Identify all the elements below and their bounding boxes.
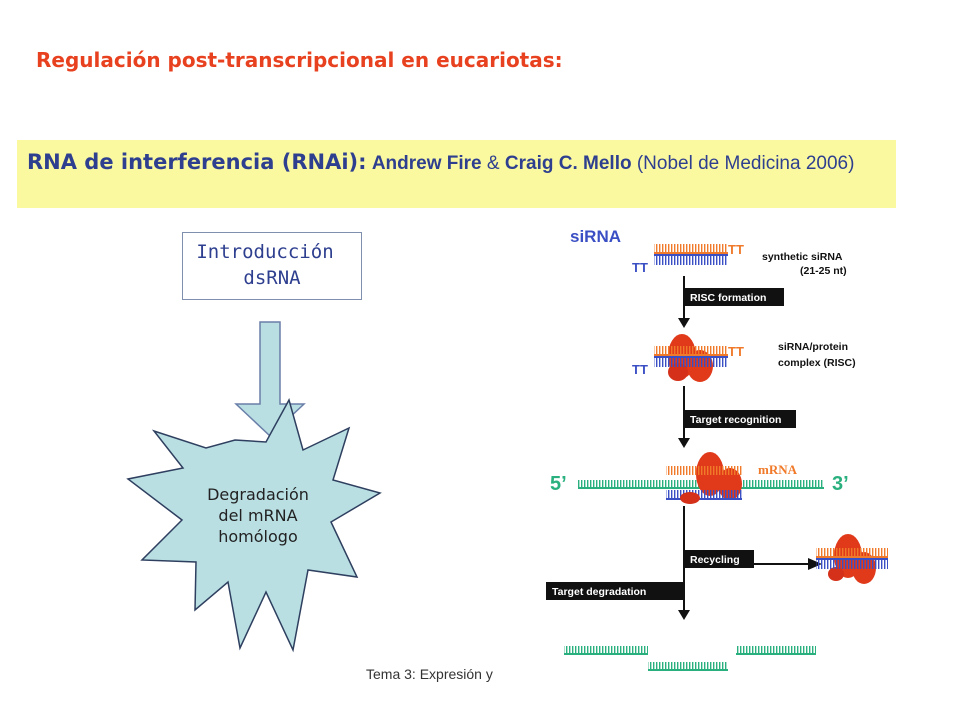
tt-risc-bottom: TT <box>632 362 648 377</box>
recycled-risc <box>816 534 888 584</box>
complex-label-1: siRNA/protein <box>778 341 848 353</box>
degraded-mrna-fragments <box>564 646 816 670</box>
target-recognition-label: Target recognition <box>690 414 781 426</box>
sirna-pathway-figure: siRNA TT TT synthetic siRNA (21-25 nt) R… <box>530 214 930 674</box>
sirna-duplex: TT TT <box>632 242 744 275</box>
three-prime-label: 3’ <box>832 473 849 495</box>
risc-on-mrna <box>666 452 742 504</box>
mrna-label: mRNA <box>758 462 798 477</box>
risc-complex: TT TT <box>632 334 744 382</box>
nobel-note: (Nobel de Medicina 2006) <box>637 153 855 174</box>
star-line1: Degradación <box>178 484 338 505</box>
star-line3: homólogo <box>178 526 338 547</box>
recycling-label: Recycling <box>690 554 740 566</box>
five-prime-label: 5’ <box>550 473 567 495</box>
footer-text: Tema 3: Expresión y <box>366 666 493 682</box>
tt-overhang-bottom: TT <box>632 260 648 275</box>
left-diagram <box>0 0 530 720</box>
star-text: Degradación del mRNA homólogo <box>178 484 338 547</box>
synthetic-sirna-label: synthetic siRNA <box>762 251 843 263</box>
tt-overhang-top: TT <box>728 242 744 257</box>
target-degradation-label: Target degradation <box>552 586 646 598</box>
tt-risc-top: TT <box>728 344 744 359</box>
star-line2: del mRNA <box>178 505 338 526</box>
sirna-heading: siRNA <box>570 227 621 246</box>
complex-label-2: complex (RISC) <box>778 357 856 369</box>
synthetic-sirna-size: (21-25 nt) <box>800 265 847 277</box>
risc-formation-label: RISC formation <box>690 292 766 304</box>
